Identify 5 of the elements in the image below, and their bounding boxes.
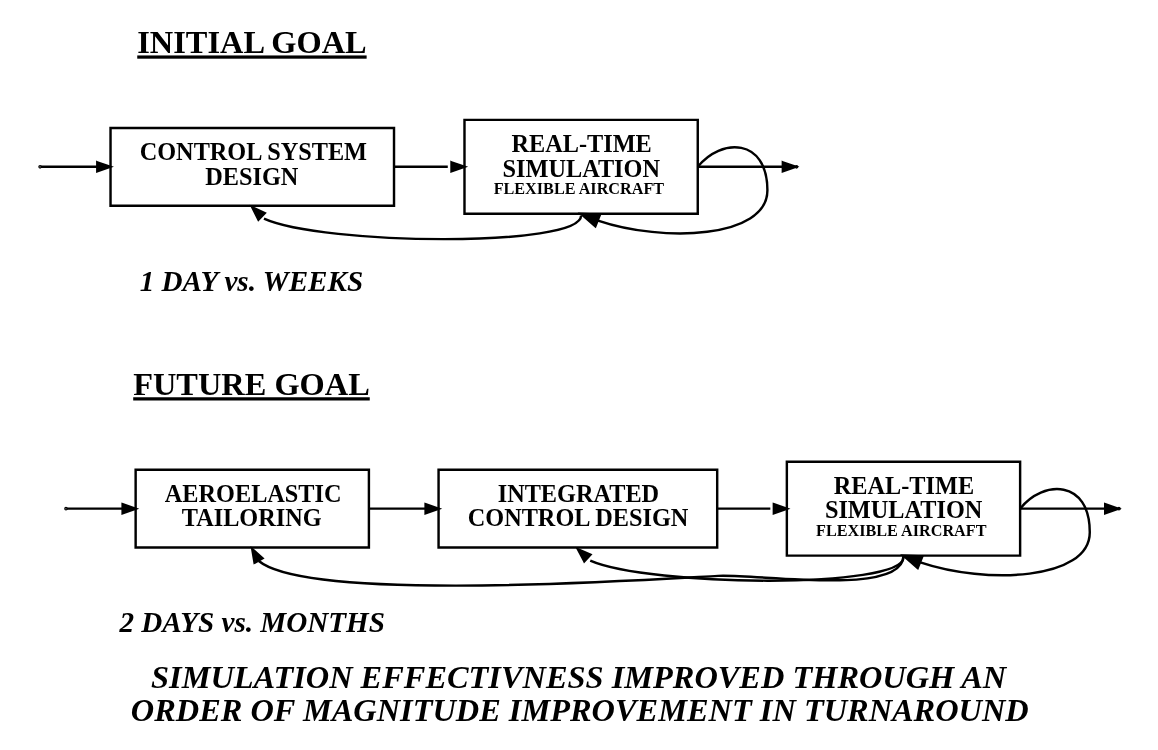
label: 1 DAY vs. WEEKS [139, 264, 363, 297]
caption: SIMULATION EFFECTIVNESS IMPROVED THROUGH AN ORDER OF MAGNITUDE IMPROVEMENT IN TURNAROUND [130, 659, 1029, 728]
label: 2 DAYS vs. MONTHS [118, 606, 385, 639]
label: INITIAL GOAL [136, 24, 367, 61]
label: FUTURE GOAL [132, 366, 370, 403]
